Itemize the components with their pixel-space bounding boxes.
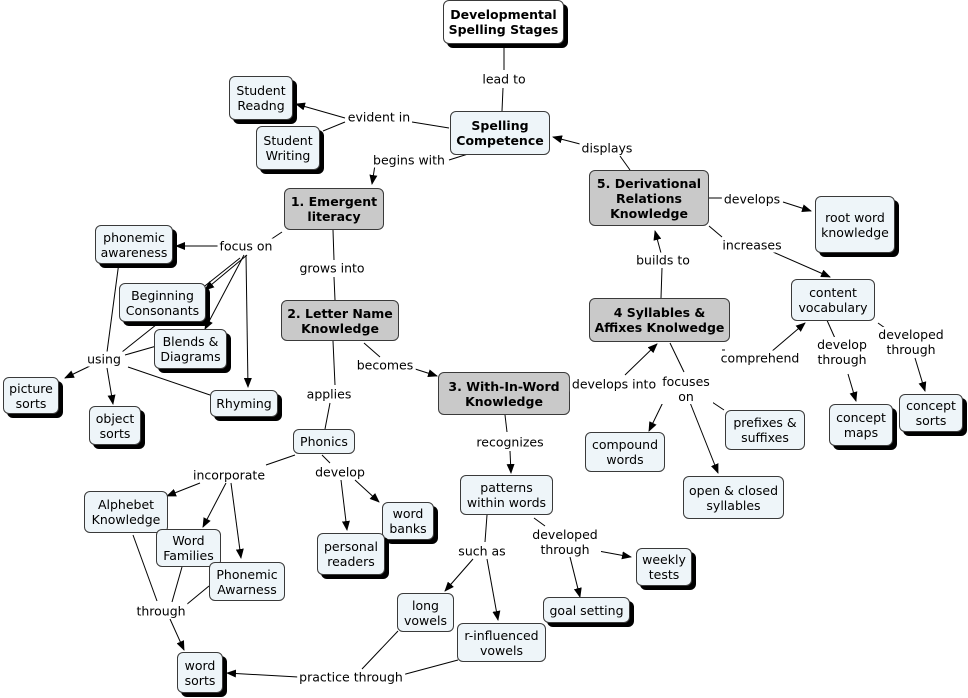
link-develops: develops (721, 191, 783, 207)
node-phonemic-awarness[interactable]: Phonemic Awarness (209, 562, 285, 601)
node-weekly-tests[interactable]: weekly tests (636, 548, 692, 586)
link-increases: increases (720, 237, 784, 253)
node-content-vocabulary[interactable]: content vocabulary (791, 279, 875, 321)
node-r-influenced-vowels[interactable]: r-influenced vowels (457, 623, 546, 662)
node-word-sorts[interactable]: word sorts (177, 652, 223, 693)
node-student-writing[interactable]: Student Writing (256, 126, 320, 170)
node-phonics[interactable]: Phonics (293, 429, 355, 454)
node-patterns-within-words[interactable]: patterns within words (460, 475, 553, 515)
link-develop: develop (313, 464, 367, 480)
node-concept-maps[interactable]: concept maps (829, 404, 893, 446)
link-focuses-on: focuses on (659, 374, 713, 404)
node-open-closed-syllables[interactable]: open & closed syllables (683, 476, 784, 519)
link-recognizes: recognizes (474, 434, 546, 450)
link-develops-into: develops into (569, 376, 659, 392)
link-developed-through-vocab: developed through (875, 327, 947, 357)
node-object-sorts[interactable]: object sorts (89, 406, 141, 445)
node-emergent-literacy[interactable]: 1. Emergent literacy (284, 188, 384, 230)
node-phonemic-awareness[interactable]: phonemic awareness (95, 225, 173, 264)
node-spelling-competence[interactable]: Spelling Competence (450, 111, 550, 155)
node-word-families[interactable]: Word Families (156, 529, 221, 567)
link-comprehend: comprehend (718, 350, 802, 366)
link-developed-through-patterns: developed through (529, 527, 601, 557)
node-goal-setting[interactable]: goal setting (543, 597, 630, 623)
node-long-vowels[interactable]: long vowels (397, 593, 454, 632)
node-within-word-knowledge[interactable]: 3. With-In-Word Knowledge (438, 372, 570, 415)
link-develop-through: develop through (815, 337, 869, 367)
link-displays: displays (579, 140, 635, 156)
node-blends-diagrams[interactable]: Blends & Diagrams (154, 329, 227, 369)
node-alphabet-knowledge[interactable]: Alphebet Knowledge (84, 491, 168, 533)
link-begins-with: begins with (371, 152, 447, 168)
node-picture-sorts[interactable]: picture sorts (3, 377, 59, 414)
node-concept-sorts[interactable]: concept sorts (899, 394, 963, 432)
link-becomes: becomes (354, 357, 416, 373)
link-such-as: such as (456, 543, 508, 559)
link-using: using (85, 351, 123, 367)
node-derivational-relations[interactable]: 5. Derivational Relations Knowledge (589, 170, 709, 226)
link-lead-to: lead to (480, 71, 528, 87)
node-root-word-knowledge[interactable]: root word knowledge (815, 196, 895, 253)
link-through: through (134, 603, 188, 619)
link-practice-through: practice through (297, 669, 405, 685)
node-personal-readers[interactable]: personal readers (317, 533, 385, 575)
link-builds-to: builds to (634, 252, 692, 268)
node-prefixes-suffixes[interactable]: prefixes & suffixes (725, 410, 805, 450)
node-developmental-spelling-stages[interactable]: Developmental Spelling Stages (443, 0, 564, 44)
link-incorporate: incorporate (190, 467, 268, 483)
node-rhyming[interactable]: Rhyming (210, 390, 278, 417)
node-beginning-consonants[interactable]: Beginning Consonants (119, 283, 206, 322)
node-student-reading[interactable]: Student Readng (229, 76, 293, 120)
link-grows-into: grows into (297, 260, 367, 276)
link-focus-on: focus on (217, 238, 275, 254)
node-compound-words[interactable]: compound words (585, 432, 665, 472)
link-applies: applies (304, 386, 354, 402)
node-word-banks[interactable]: word banks (382, 502, 434, 540)
link-evident-in: evident in (345, 109, 413, 125)
node-syllables-affixes[interactable]: 4 Syllables & Affixes Knolwedge (589, 298, 730, 342)
node-letter-name-knowledge[interactable]: 2. Letter Name Knowledge (281, 300, 399, 341)
